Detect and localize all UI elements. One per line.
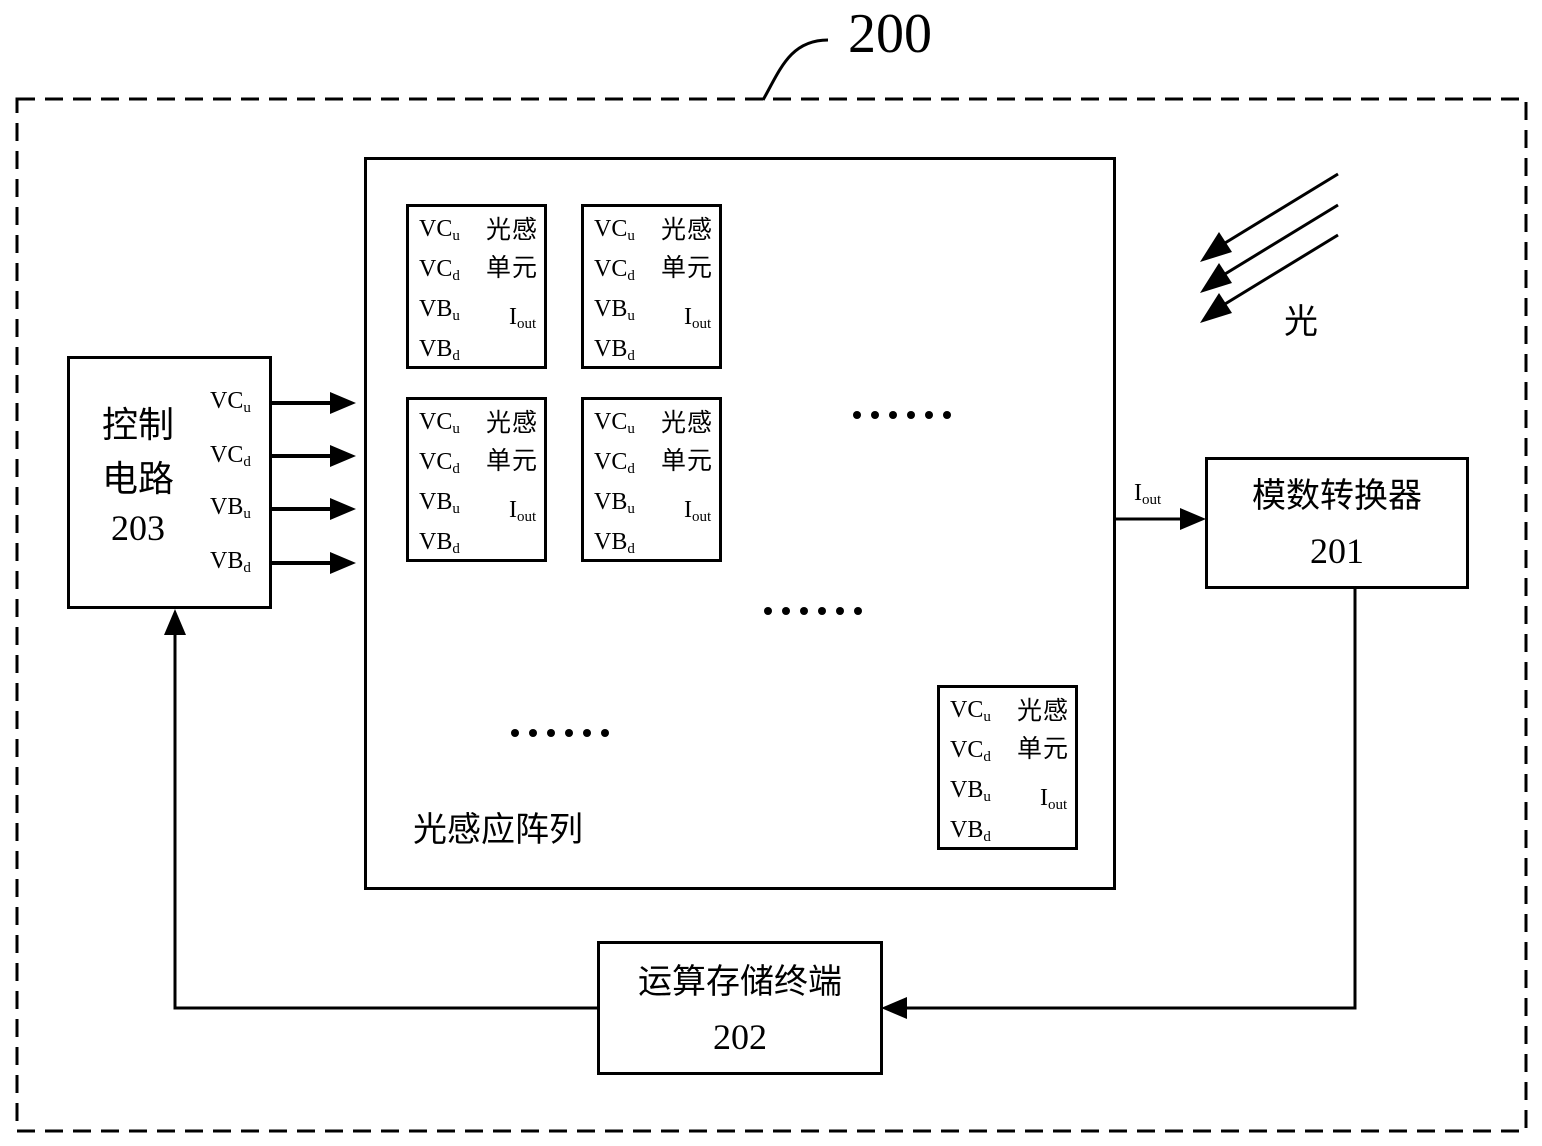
control-circuit-title: 控制 电路	[88, 399, 188, 507]
cell-iout: Iout	[1040, 785, 1068, 813]
compute-terminal-box: 运算存储终端 202	[597, 941, 883, 1075]
adc-name: 模数转换器	[1252, 476, 1422, 516]
cell-vbu: VBu	[419, 296, 460, 324]
control-circuit-id: 203	[111, 508, 165, 548]
cell-name-2: 单元	[661, 446, 714, 475]
cell-vcu: VCu	[419, 409, 460, 437]
control-out-vbd: VBd	[210, 548, 251, 576]
ellipsis-middle	[764, 607, 862, 615]
cell-vcd: VCd	[594, 449, 635, 477]
compute-name: 运算存储终端	[638, 962, 842, 1002]
light-label: 光	[1284, 302, 1318, 342]
sensor-cell: VCu VCd VBu VBd 光感 单元 Iout	[937, 685, 1078, 850]
control-out-vcd: VCd	[210, 442, 251, 470]
cell-name-2: 单元	[486, 253, 539, 282]
control-circuit-box: 控制 电路 203 VCu VCd VBu VBd	[67, 356, 272, 609]
control-out-vbu: VBu	[210, 494, 251, 522]
control-output-arrows	[270, 392, 356, 574]
system-boundary	[15, 97, 1528, 1133]
cell-name-1: 光感	[486, 215, 539, 244]
cell-name-1: 光感	[486, 408, 539, 437]
cell-iout: Iout	[684, 497, 712, 525]
cell-iout: Iout	[509, 304, 537, 332]
sensor-cell: VCu VCd VBu VBd 光感 单元 Iout	[581, 397, 722, 562]
cell-name-1: 光感	[661, 215, 714, 244]
cell-vbu: VBu	[594, 489, 635, 517]
cell-name-2: 单元	[1017, 734, 1070, 763]
control-circuit-line2: 电路	[101, 459, 174, 500]
cell-vbd: VBd	[594, 529, 635, 557]
cell-iout: Iout	[684, 304, 712, 332]
cell-vbu: VBu	[419, 489, 460, 517]
light-arrows	[1200, 172, 1339, 323]
iout-arrow	[1114, 508, 1206, 530]
adc-box: 模数转换器 201	[1205, 457, 1469, 589]
system-label-leader	[761, 38, 829, 101]
adc-to-compute-line	[881, 588, 1357, 1019]
cell-vbd: VBd	[950, 817, 991, 845]
sensor-cell: VCu VCd VBu VBd 光感 单元 Iout	[406, 204, 547, 369]
cell-name-2: 单元	[661, 253, 714, 282]
ellipsis-bottom-left	[511, 729, 609, 737]
control-out-vcu: VCu	[210, 388, 251, 416]
cell-vbu: VBu	[950, 777, 991, 805]
system-label: 200	[848, 3, 932, 65]
sensing-array-label: 光感应阵列	[413, 810, 583, 850]
cell-name-1: 光感	[1017, 696, 1070, 725]
cell-vbd: VBd	[594, 336, 635, 364]
cell-vcu: VCu	[594, 216, 635, 244]
adc-id: 201	[1310, 531, 1364, 571]
control-circuit-line1: 控制	[101, 405, 174, 446]
cell-vbd: VBd	[419, 529, 460, 557]
array-iout-label: Iout	[1134, 480, 1162, 508]
cell-vcd: VCd	[419, 256, 460, 284]
compute-id: 202	[713, 1017, 767, 1057]
cell-vcu: VCu	[594, 409, 635, 437]
cell-vcu: VCu	[950, 697, 991, 725]
sensor-cell: VCu VCd VBu VBd 光感 单元 Iout	[406, 397, 547, 562]
sensor-cell: VCu VCd VBu VBd 光感 单元 Iout	[581, 204, 722, 369]
cell-vbu: VBu	[594, 296, 635, 324]
compute-to-control-line	[164, 609, 598, 1010]
cell-vcu: VCu	[419, 216, 460, 244]
ellipsis-top-right	[853, 411, 951, 419]
cell-vbd: VBd	[419, 336, 460, 364]
cell-vcd: VCd	[950, 737, 991, 765]
cell-iout: Iout	[509, 497, 537, 525]
cell-name-1: 光感	[661, 408, 714, 437]
cell-vcd: VCd	[594, 256, 635, 284]
cell-name-2: 单元	[486, 446, 539, 475]
cell-vcd: VCd	[419, 449, 460, 477]
